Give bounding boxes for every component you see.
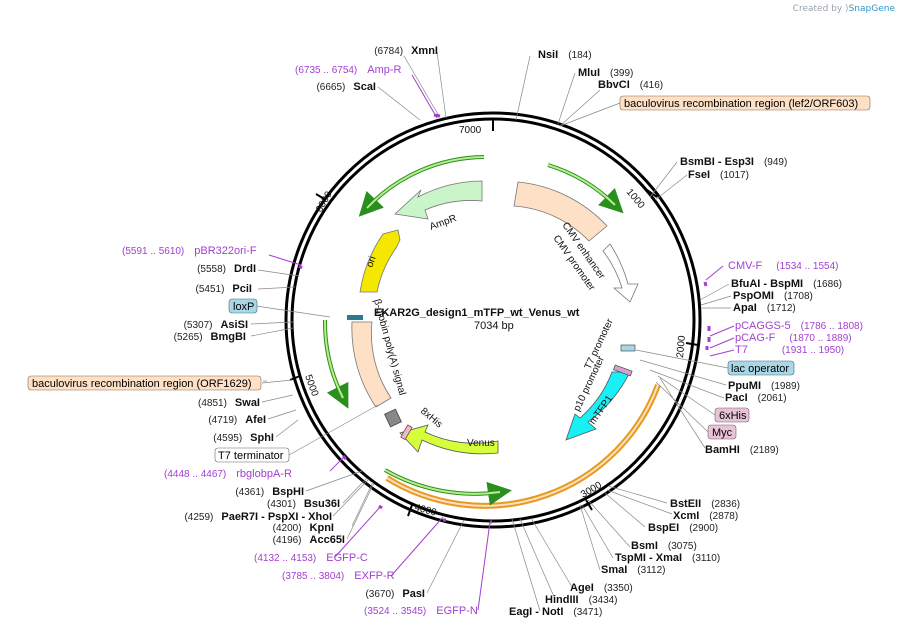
primer-marks bbox=[268, 74, 735, 611]
svg-text:(4259)PaeR7I - PspXI - XhoI: (4259)PaeR7I - PspXI - XhoI bbox=[184, 511, 332, 523]
svg-text:(4595)SphI: (4595)SphI bbox=[213, 432, 274, 444]
snapgene-logo-icon: ⟩ bbox=[845, 4, 849, 14]
loxp-label: loxP bbox=[233, 301, 254, 313]
bac-top-label: baculovirus recombination region (lef2/O… bbox=[624, 98, 858, 110]
primer-cmv-f: CMV-F(1534 .. 1554) bbox=[728, 260, 839, 272]
svg-text:XcmI(2878): XcmI(2878) bbox=[673, 510, 738, 522]
svg-text:BstEII(2836): BstEII(2836) bbox=[670, 498, 740, 510]
primer-exfp-r: (3785 .. 3804)EXFP-R bbox=[282, 570, 395, 582]
myc-label: Myc bbox=[712, 427, 733, 439]
svg-text:(5558)DrdI: (5558)DrdI bbox=[197, 263, 256, 275]
svg-text:EagI - NotI(3471): EagI - NotI(3471) bbox=[509, 606, 602, 618]
svg-text:(4196)Acc65I: (4196)Acc65I bbox=[273, 534, 345, 546]
primer-pbr322ori-f: (5591 .. 5610)pBR322ori-F bbox=[122, 245, 257, 257]
tick-1000: 1000 bbox=[624, 187, 647, 211]
svg-text:BfuAI - BspMI(1686): BfuAI - BspMI(1686) bbox=[731, 278, 842, 290]
primer-pcaggs-5: pCAGGS-5(1786 .. 1808) bbox=[735, 320, 863, 332]
tick-marks bbox=[289, 119, 699, 517]
tick-2000: 2000 bbox=[675, 335, 688, 359]
loxp-feature bbox=[347, 315, 363, 320]
bglobin-feature bbox=[351, 321, 392, 408]
his6-label: 6xHis bbox=[719, 410, 747, 422]
primer-pcag-f: pCAG-F(1870 .. 1889) bbox=[735, 332, 852, 344]
svg-text:NsiI(184): NsiI(184) bbox=[538, 49, 592, 61]
primer-ticks bbox=[298, 113, 711, 524]
t7-promoter-feature bbox=[613, 364, 633, 377]
tick-7000: 7000 bbox=[459, 125, 482, 136]
svg-text:HindIII(3434): HindIII(3434) bbox=[545, 594, 618, 606]
enzyme-sites-left: (6784)XmnI (6665)ScaI (5558)DrdI (5451)P… bbox=[174, 45, 438, 600]
svg-text:SmaI(3112): SmaI(3112) bbox=[601, 564, 665, 576]
svg-text:PacI(2061): PacI(2061) bbox=[725, 392, 787, 404]
svg-text:(4361)BspHI: (4361)BspHI bbox=[235, 486, 304, 498]
primer-t7: T7(1931 .. 1950) bbox=[735, 344, 844, 356]
svg-text:(5265)BmgBI: (5265)BmgBI bbox=[174, 331, 246, 343]
svg-text:BsmI(3075): BsmI(3075) bbox=[631, 540, 697, 552]
cmv-promoter-feature bbox=[602, 243, 639, 303]
ampr-label: AmpR bbox=[428, 213, 458, 233]
his-tag-small-feature bbox=[400, 424, 413, 441]
lac-operator-label: lac operator bbox=[731, 363, 789, 375]
bac-left-label: baculovirus recombination region (ORF162… bbox=[32, 378, 252, 390]
enzyme-sites-right: NsiI(184) MluI(399) BbvCI(416) BsmBI - E… bbox=[509, 49, 842, 618]
primer-labels: (6735 .. 6754)Amp-R (5591 .. 5610)pBR322… bbox=[122, 64, 863, 617]
cmv-enhancer-feature bbox=[513, 181, 608, 242]
svg-text:BamHI(2189): BamHI(2189) bbox=[705, 444, 779, 456]
credit-brand: SnapGene bbox=[848, 4, 895, 14]
ori-feature bbox=[359, 229, 401, 293]
snapgene-credit: Created by ⟩SnapGene bbox=[793, 4, 895, 14]
leader-lines bbox=[250, 51, 732, 612]
t7-terminator-label: T7 terminator bbox=[218, 450, 284, 462]
mtfp-feature bbox=[565, 371, 631, 441]
venus-label: Venus bbox=[467, 438, 495, 449]
svg-text:ApaI(1712): ApaI(1712) bbox=[733, 302, 796, 314]
svg-text:FseI(1017): FseI(1017) bbox=[688, 169, 749, 181]
plasmid-size: 7034 bp bbox=[474, 320, 514, 332]
venus-feature bbox=[399, 424, 499, 455]
svg-text:(6784)XmnI: (6784)XmnI bbox=[374, 45, 438, 57]
svg-text:PpuMI(1989): PpuMI(1989) bbox=[728, 380, 800, 392]
svg-text:(3670)PasI: (3670)PasI bbox=[365, 588, 425, 600]
boxed-labels: baculovirus recombination region (lef2/O… bbox=[27, 95, 871, 463]
ampr-feature bbox=[394, 180, 483, 220]
svg-text:BspEI(2900): BspEI(2900) bbox=[648, 522, 718, 534]
primer-rbglobpa-r: (4448 .. 4467)rbglobpA-R bbox=[164, 468, 292, 480]
primer-amp-r: (6735 .. 6754)Amp-R bbox=[295, 64, 402, 76]
tick-labels: 7000 1000 2000 3000 4000 5000 6000 bbox=[302, 125, 688, 519]
primer-egfp-c: (4132 .. 4153)EGFP-C bbox=[254, 552, 368, 564]
svg-text:BbvCI(416): BbvCI(416) bbox=[598, 79, 663, 91]
credit-created-by: Created by bbox=[792, 4, 843, 14]
svg-text:(4719)AfeI: (4719)AfeI bbox=[208, 414, 266, 426]
his-tag-feature bbox=[384, 408, 402, 428]
svg-text:AgeI(3350): AgeI(3350) bbox=[570, 582, 633, 594]
svg-text:MluI(399): MluI(399) bbox=[578, 67, 633, 79]
svg-text:(4851)SwaI: (4851)SwaI bbox=[198, 397, 260, 409]
svg-text:PspOMI(1708): PspOMI(1708) bbox=[733, 290, 813, 302]
svg-text:(4301)Bsu36I: (4301)Bsu36I bbox=[267, 498, 340, 510]
svg-text:(6665)ScaI: (6665)ScaI bbox=[316, 81, 376, 93]
lac-operator-feature bbox=[620, 344, 636, 352]
plasmid-name: EKAR2G_design1_mTFP_wt_Venus_wt bbox=[374, 307, 580, 319]
svg-text:(4200)KpnI: (4200)KpnI bbox=[273, 522, 334, 534]
ori-label: ori bbox=[364, 255, 378, 269]
svg-text:BsmBI - Esp3I(949): BsmBI - Esp3I(949) bbox=[680, 156, 787, 168]
svg-text:(5307)AsiSI: (5307)AsiSI bbox=[184, 319, 248, 331]
svg-text:TspMI - XmaI(3110): TspMI - XmaI(3110) bbox=[615, 552, 720, 564]
svg-text:(5451)PciI: (5451)PciI bbox=[196, 283, 252, 295]
primer-egfp-n: (3524 .. 3545)EGFP-N bbox=[364, 605, 478, 617]
